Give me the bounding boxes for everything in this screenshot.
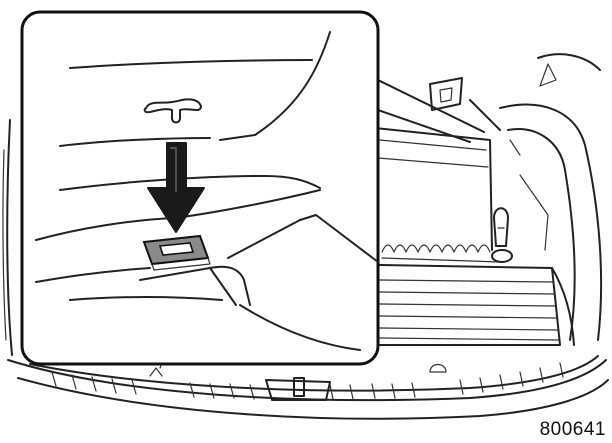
cargo-floor (379, 264, 575, 346)
tie-down-hook (491, 207, 513, 263)
t-fastener (143, 98, 202, 124)
fastener-hole (142, 234, 211, 271)
figure-id-label: 800641 (539, 419, 606, 440)
detail-inset (20, 10, 485, 366)
leader-line-top (377, 79, 485, 133)
down-arrow-icon (147, 142, 205, 233)
cargo-area-scene (2, 53, 609, 420)
rear-sill (29, 355, 599, 401)
scalloped-edge (381, 244, 501, 263)
leader-line-bottom (377, 109, 471, 143)
